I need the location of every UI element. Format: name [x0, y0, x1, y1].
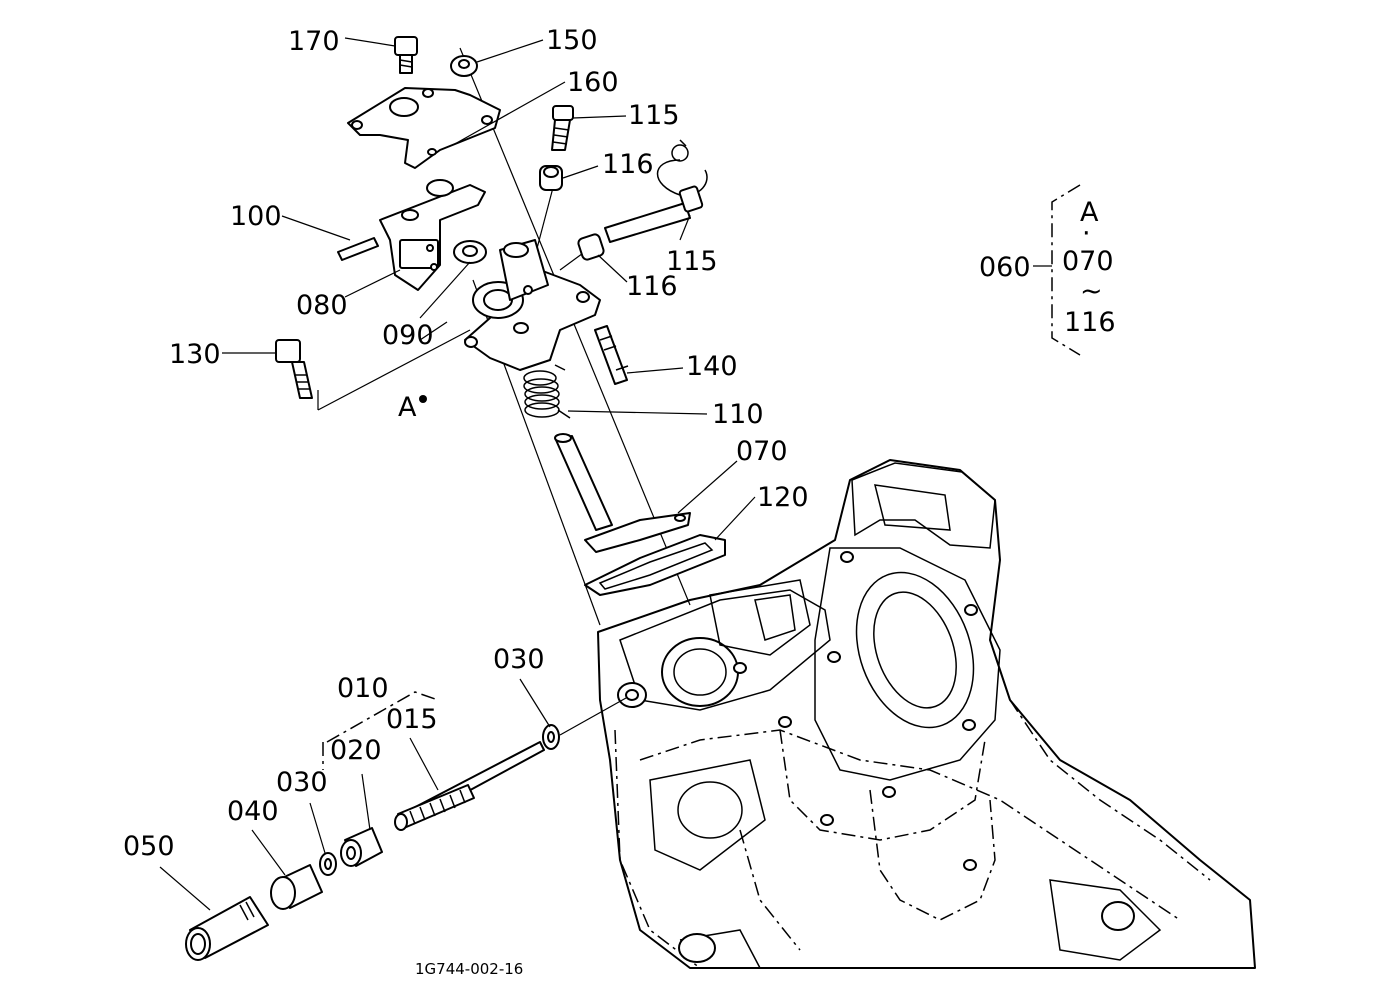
- group-legend: 060 A · 070 ~ 116: [979, 184, 1116, 356]
- washer-030-right: [542, 724, 560, 750]
- drawing-number: 1G744-002-16: [415, 960, 523, 978]
- group-tilde: ~: [1080, 276, 1103, 307]
- reference-point-A: [419, 395, 427, 403]
- callout-020: 020: [330, 735, 382, 766]
- stud-140: [594, 325, 629, 385]
- collar-116-upper: [539, 165, 563, 191]
- group-from-070: 070: [1062, 246, 1114, 277]
- callout-010: 010: [337, 673, 389, 704]
- bolt-115-long: [604, 185, 704, 243]
- callout-120: 120: [757, 482, 809, 513]
- callout-140: 140: [686, 351, 738, 382]
- callout-040: 040: [227, 796, 279, 827]
- spring-110: [523, 364, 571, 419]
- bolt-130: [275, 339, 313, 399]
- gasket-120: [584, 534, 726, 596]
- gear-case-housing: [597, 459, 1256, 969]
- callout-050: 050: [123, 831, 175, 862]
- collar-116-lower: [577, 233, 605, 261]
- callout-100: 100: [230, 201, 282, 232]
- cap-040: [270, 864, 323, 910]
- nut-150: [450, 55, 478, 77]
- callout-015: 015: [386, 704, 438, 735]
- washer-090: [453, 240, 487, 264]
- callout-090: 090: [382, 320, 434, 351]
- callout-070: 070: [736, 436, 788, 467]
- group-bracket-010: [326, 691, 439, 743]
- callout-115-lower: 115: [666, 246, 718, 277]
- nut-020: [340, 827, 383, 867]
- callout-116-lower: 116: [626, 271, 678, 302]
- washer-030-left: [319, 852, 337, 876]
- bolt-170: [394, 36, 418, 74]
- callout-030-left: 030: [276, 767, 328, 798]
- callout-160: 160: [567, 67, 619, 98]
- shaft-070: [554, 433, 691, 553]
- callout-170: 170: [288, 26, 340, 57]
- rod-015: [394, 741, 545, 831]
- group-label-060: 060: [979, 252, 1031, 283]
- wire-seal: [656, 139, 708, 197]
- bolt-115-short: [551, 105, 574, 151]
- group-to-116: 116: [1064, 307, 1116, 338]
- callout-130: 130: [169, 339, 221, 370]
- bracket-160: [347, 87, 501, 169]
- callout-150: 150: [546, 25, 598, 56]
- leader-lines: [159, 37, 756, 911]
- sleeve-050: [185, 896, 269, 961]
- governor-housing-A: [464, 239, 601, 371]
- lever-080: [379, 179, 486, 291]
- callout-110: 110: [712, 399, 764, 430]
- pin-100: [337, 237, 379, 261]
- callout-A: A: [398, 392, 417, 423]
- callout-116-upper: 116: [602, 149, 654, 180]
- callout-030-right: 030: [493, 644, 545, 675]
- callout-080: 080: [296, 290, 348, 321]
- callout-115-upper: 115: [628, 100, 680, 131]
- group-dot: ·: [1082, 218, 1091, 249]
- callout-labels: 170 150 160 115 116 115 116 100 080 090 …: [123, 25, 809, 862]
- group-top-A: A: [1080, 197, 1099, 228]
